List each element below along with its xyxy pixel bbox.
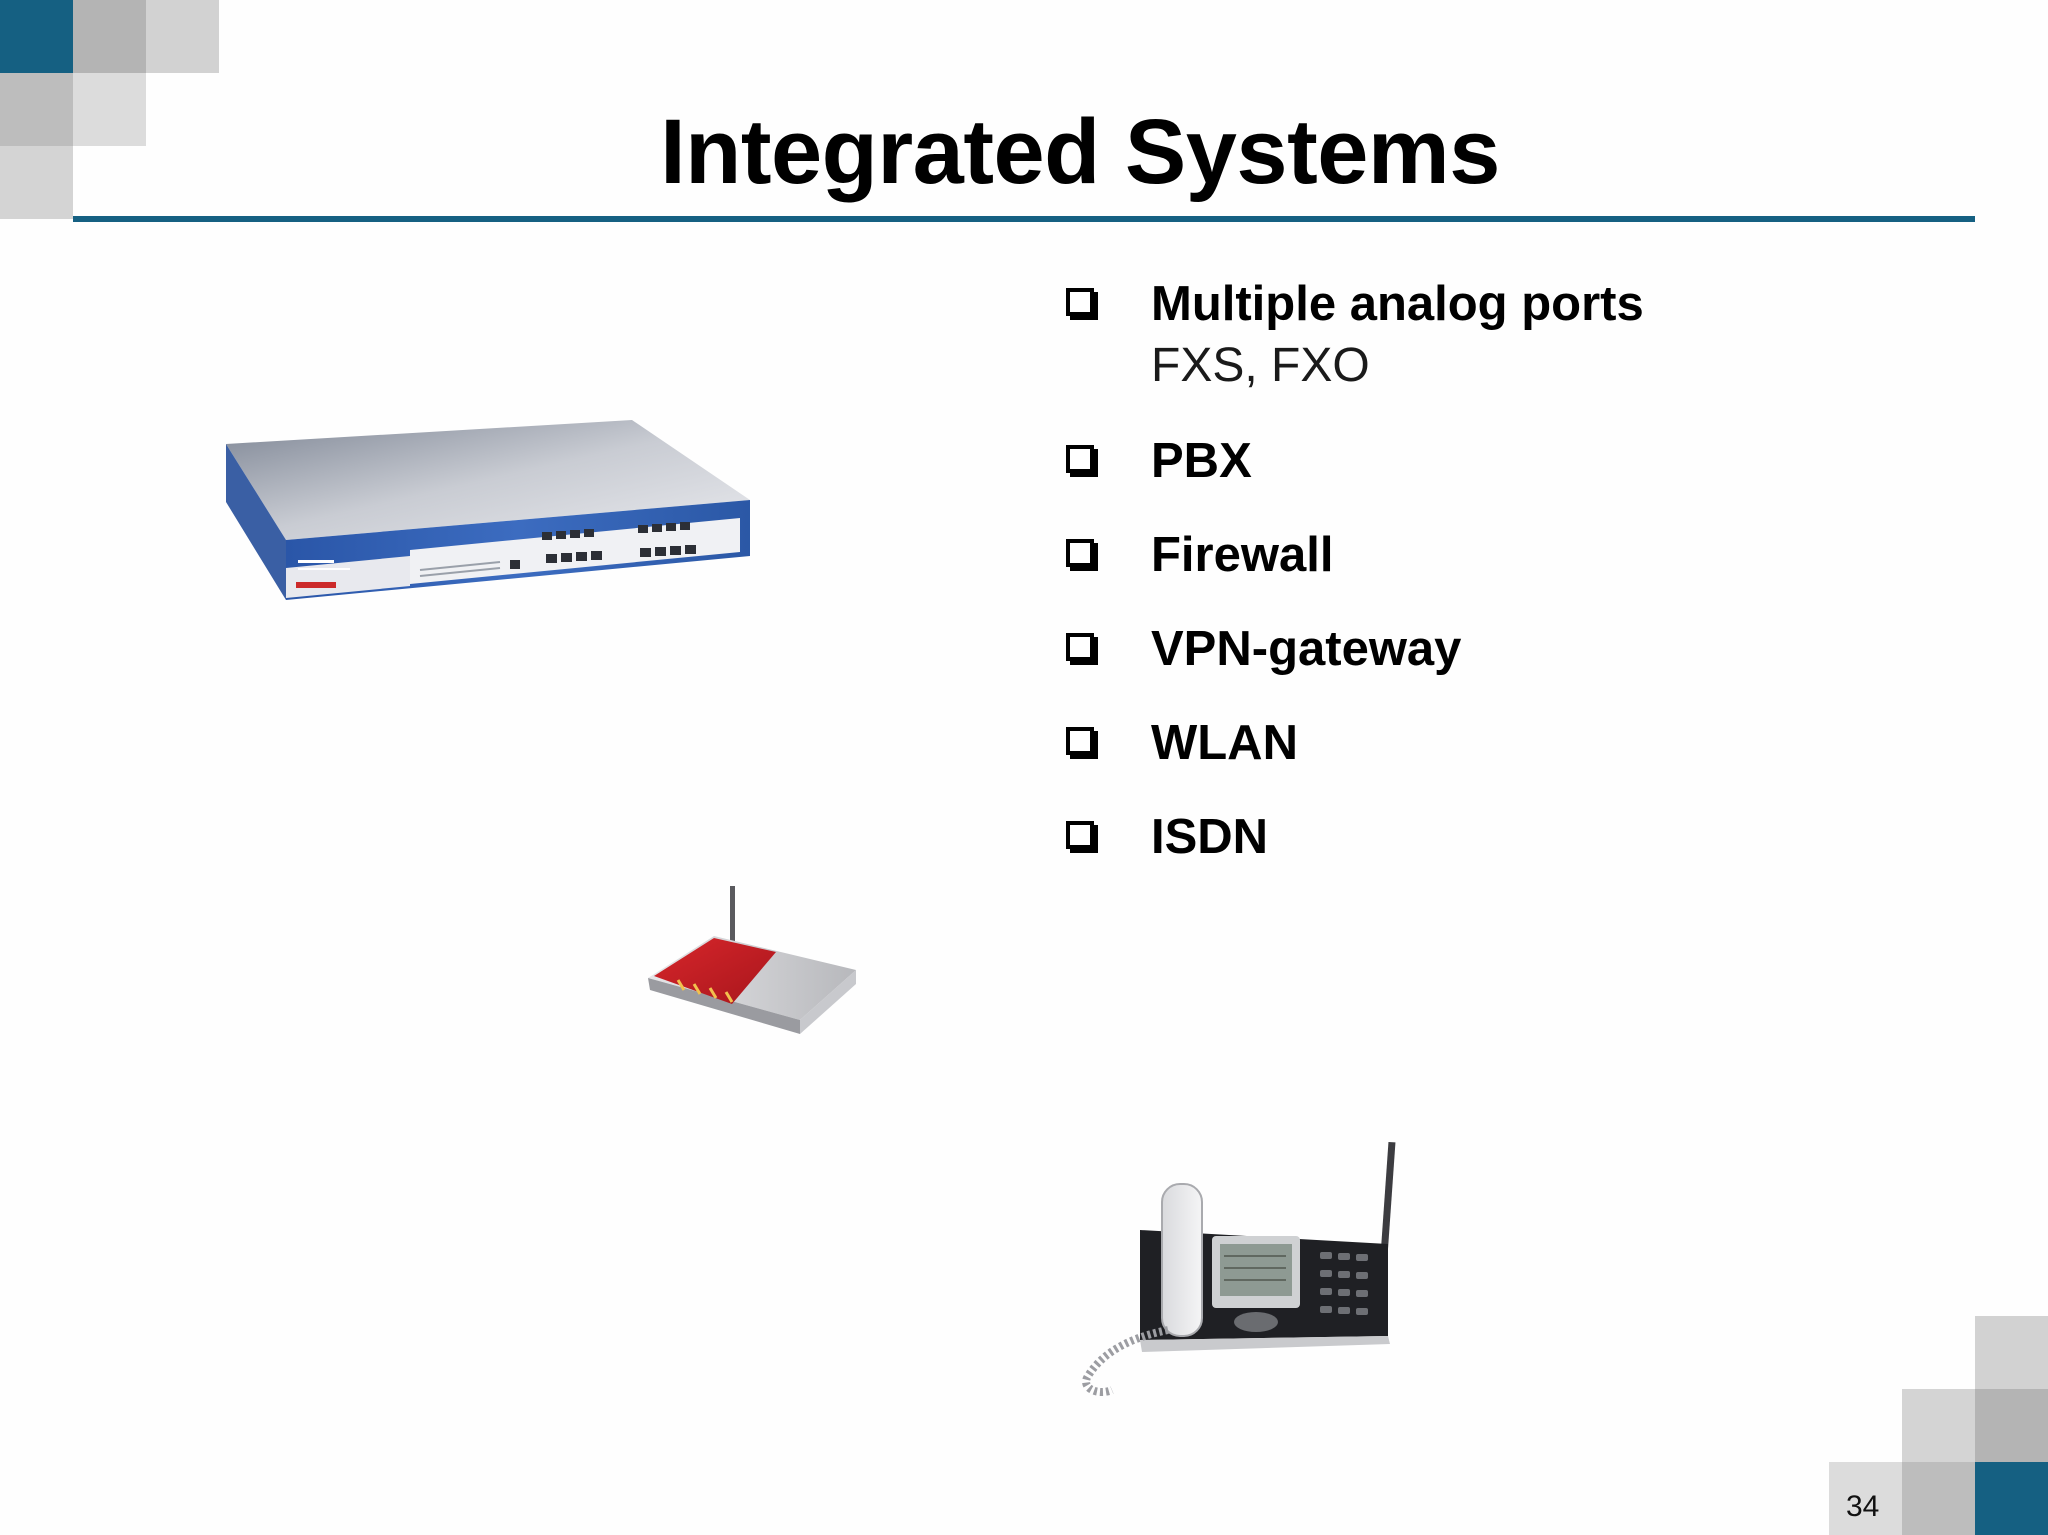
checkbox-bullet-icon (1066, 445, 1094, 473)
page-number: 34 (1846, 1490, 1880, 1523)
wireless-router-image (648, 886, 856, 1034)
bullet-label: Firewall (1151, 528, 1334, 582)
checkbox-bullet-icon (1066, 727, 1094, 755)
checkbox-bullet-icon (1066, 288, 1094, 316)
bullet-label: WLAN (1151, 716, 1298, 770)
checkbox-bullet-icon (1066, 539, 1094, 567)
checkbox-bullet-icon (1066, 821, 1094, 849)
bullet-label: PBX (1151, 434, 1252, 488)
bullet-label: ISDN (1151, 810, 1269, 864)
bullet-sublabel: FXS, FXO (1151, 339, 1370, 392)
slide-title: Integrated Systems (660, 101, 1500, 203)
bullet-label: Multiple analog ports (1151, 277, 1644, 331)
bullet-label: VPN-gateway (1151, 622, 1462, 676)
desk-phone-image (1082, 1141, 1396, 1397)
checkbox-bullet-icon (1066, 633, 1094, 661)
rack-router-image (226, 420, 750, 600)
title-underline (73, 216, 1975, 222)
